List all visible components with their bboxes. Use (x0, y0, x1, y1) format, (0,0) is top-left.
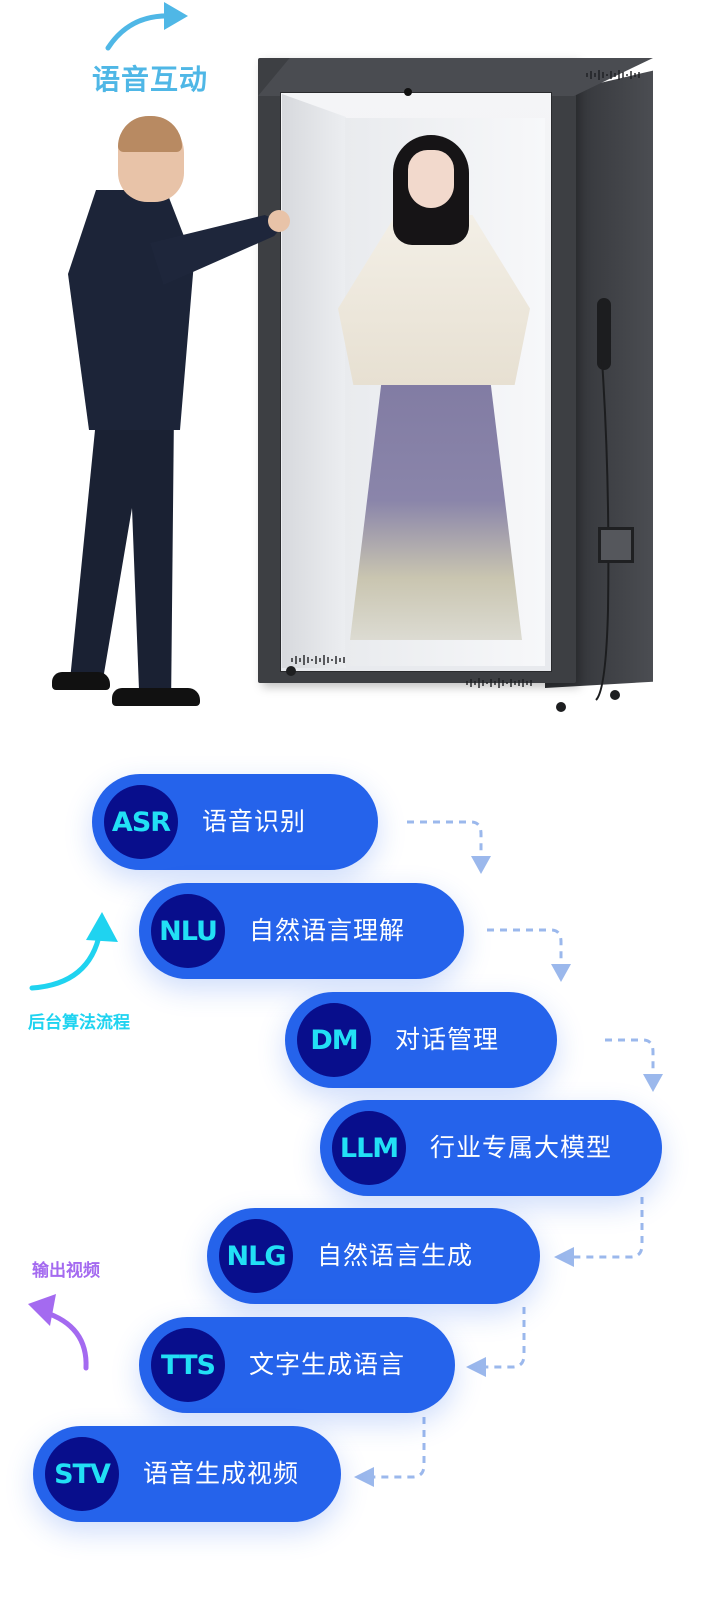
flow-connector-arrow (554, 1197, 644, 1267)
step-label: 文字生成语言 (249, 1350, 406, 1379)
step-label: 语音识别 (202, 807, 307, 836)
step-label: 行业专属大模型 (430, 1133, 613, 1162)
voice-interaction-label: 语音互动 (92, 63, 209, 96)
step-code-badge: STV (45, 1437, 119, 1511)
microphone-icon (597, 298, 611, 370)
flow-connector-arrow (407, 820, 491, 874)
backend-flow-label: 后台算法流程 (28, 1013, 130, 1033)
step-code-badge: LLM (332, 1111, 406, 1185)
flow-step-tts: TTS 文字生成语言 (139, 1317, 455, 1413)
step-label: 自然语言生成 (317, 1241, 474, 1270)
curved-arrow-icon (29, 912, 118, 991)
camera-icon (404, 88, 412, 96)
flow-step-stv: STV 语音生成视频 (33, 1426, 341, 1522)
flow-step-nlg: NLG 自然语言生成 (207, 1208, 540, 1304)
digital-human-face (408, 150, 454, 208)
flow-connector-arrow (466, 1307, 526, 1377)
step-label: 对话管理 (395, 1025, 500, 1054)
cabinet-wheel (556, 702, 566, 712)
output-video-label: 输出视频 (32, 1261, 100, 1281)
speaker-grille-icon (586, 70, 640, 80)
flow-connector-arrow (354, 1417, 426, 1487)
cabinet-wheel (286, 666, 296, 676)
man-legs (69, 410, 174, 690)
cabinet-wheel (610, 690, 620, 700)
hologram-display-cabinet (0, 0, 728, 720)
man-hair (118, 116, 182, 152)
flow-step-llm: LLM 行业专属大模型 (320, 1100, 662, 1196)
step-code-badge: ASR (104, 785, 178, 859)
man-torso (68, 190, 194, 430)
flow-connector-arrow (605, 1038, 663, 1092)
man-shoe (112, 688, 200, 706)
flow-step-asr: ASR 语音识别 (92, 774, 378, 870)
backend-flow-diagram: 后台算法流程 输出视频 ASR 语音识别 NLU 自然语言理解 DM (0, 740, 728, 1610)
step-code-badge: NLU (151, 894, 225, 968)
step-label: 语音生成视频 (143, 1459, 300, 1488)
man-shoe (52, 672, 110, 690)
curved-arrow-icon (105, 2, 188, 51)
speaker-grille-icon (466, 678, 532, 688)
card-slot (598, 527, 634, 563)
man-hand (268, 210, 290, 232)
flow-connector-arrow (487, 928, 571, 982)
businessman-figure (0, 0, 300, 720)
flow-step-nlu: NLU 自然语言理解 (139, 883, 464, 979)
step-code-badge: TTS (151, 1328, 225, 1402)
step-code-badge: DM (297, 1003, 371, 1077)
step-label: 自然语言理解 (249, 916, 406, 945)
flow-step-dm: DM 对话管理 (285, 992, 557, 1088)
screen-left-wall (282, 94, 346, 668)
curved-arrow-icon (28, 1294, 89, 1371)
speaker-grille-icon (291, 655, 345, 665)
step-code-badge: NLG (219, 1219, 293, 1293)
mic-cable (595, 360, 610, 701)
